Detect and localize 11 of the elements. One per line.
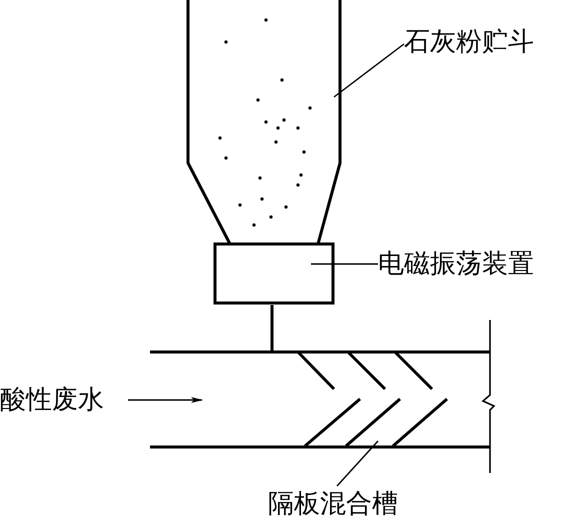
flow-arrow (128, 397, 203, 403)
leader-line (334, 43, 404, 98)
part-label: 隔板混合槽 (268, 488, 428, 522)
part-label: 电磁振荡装置 (378, 248, 566, 282)
support-rod (270, 305, 274, 352)
part-label: 石灰粉贮斗 (404, 26, 556, 60)
inlet-label: 酸性废水 (0, 384, 122, 418)
leader-line (311, 263, 378, 265)
leader-line (336, 440, 379, 486)
mixing-tank-drawing (148, 318, 494, 475)
vibrator-box (213, 242, 335, 305)
